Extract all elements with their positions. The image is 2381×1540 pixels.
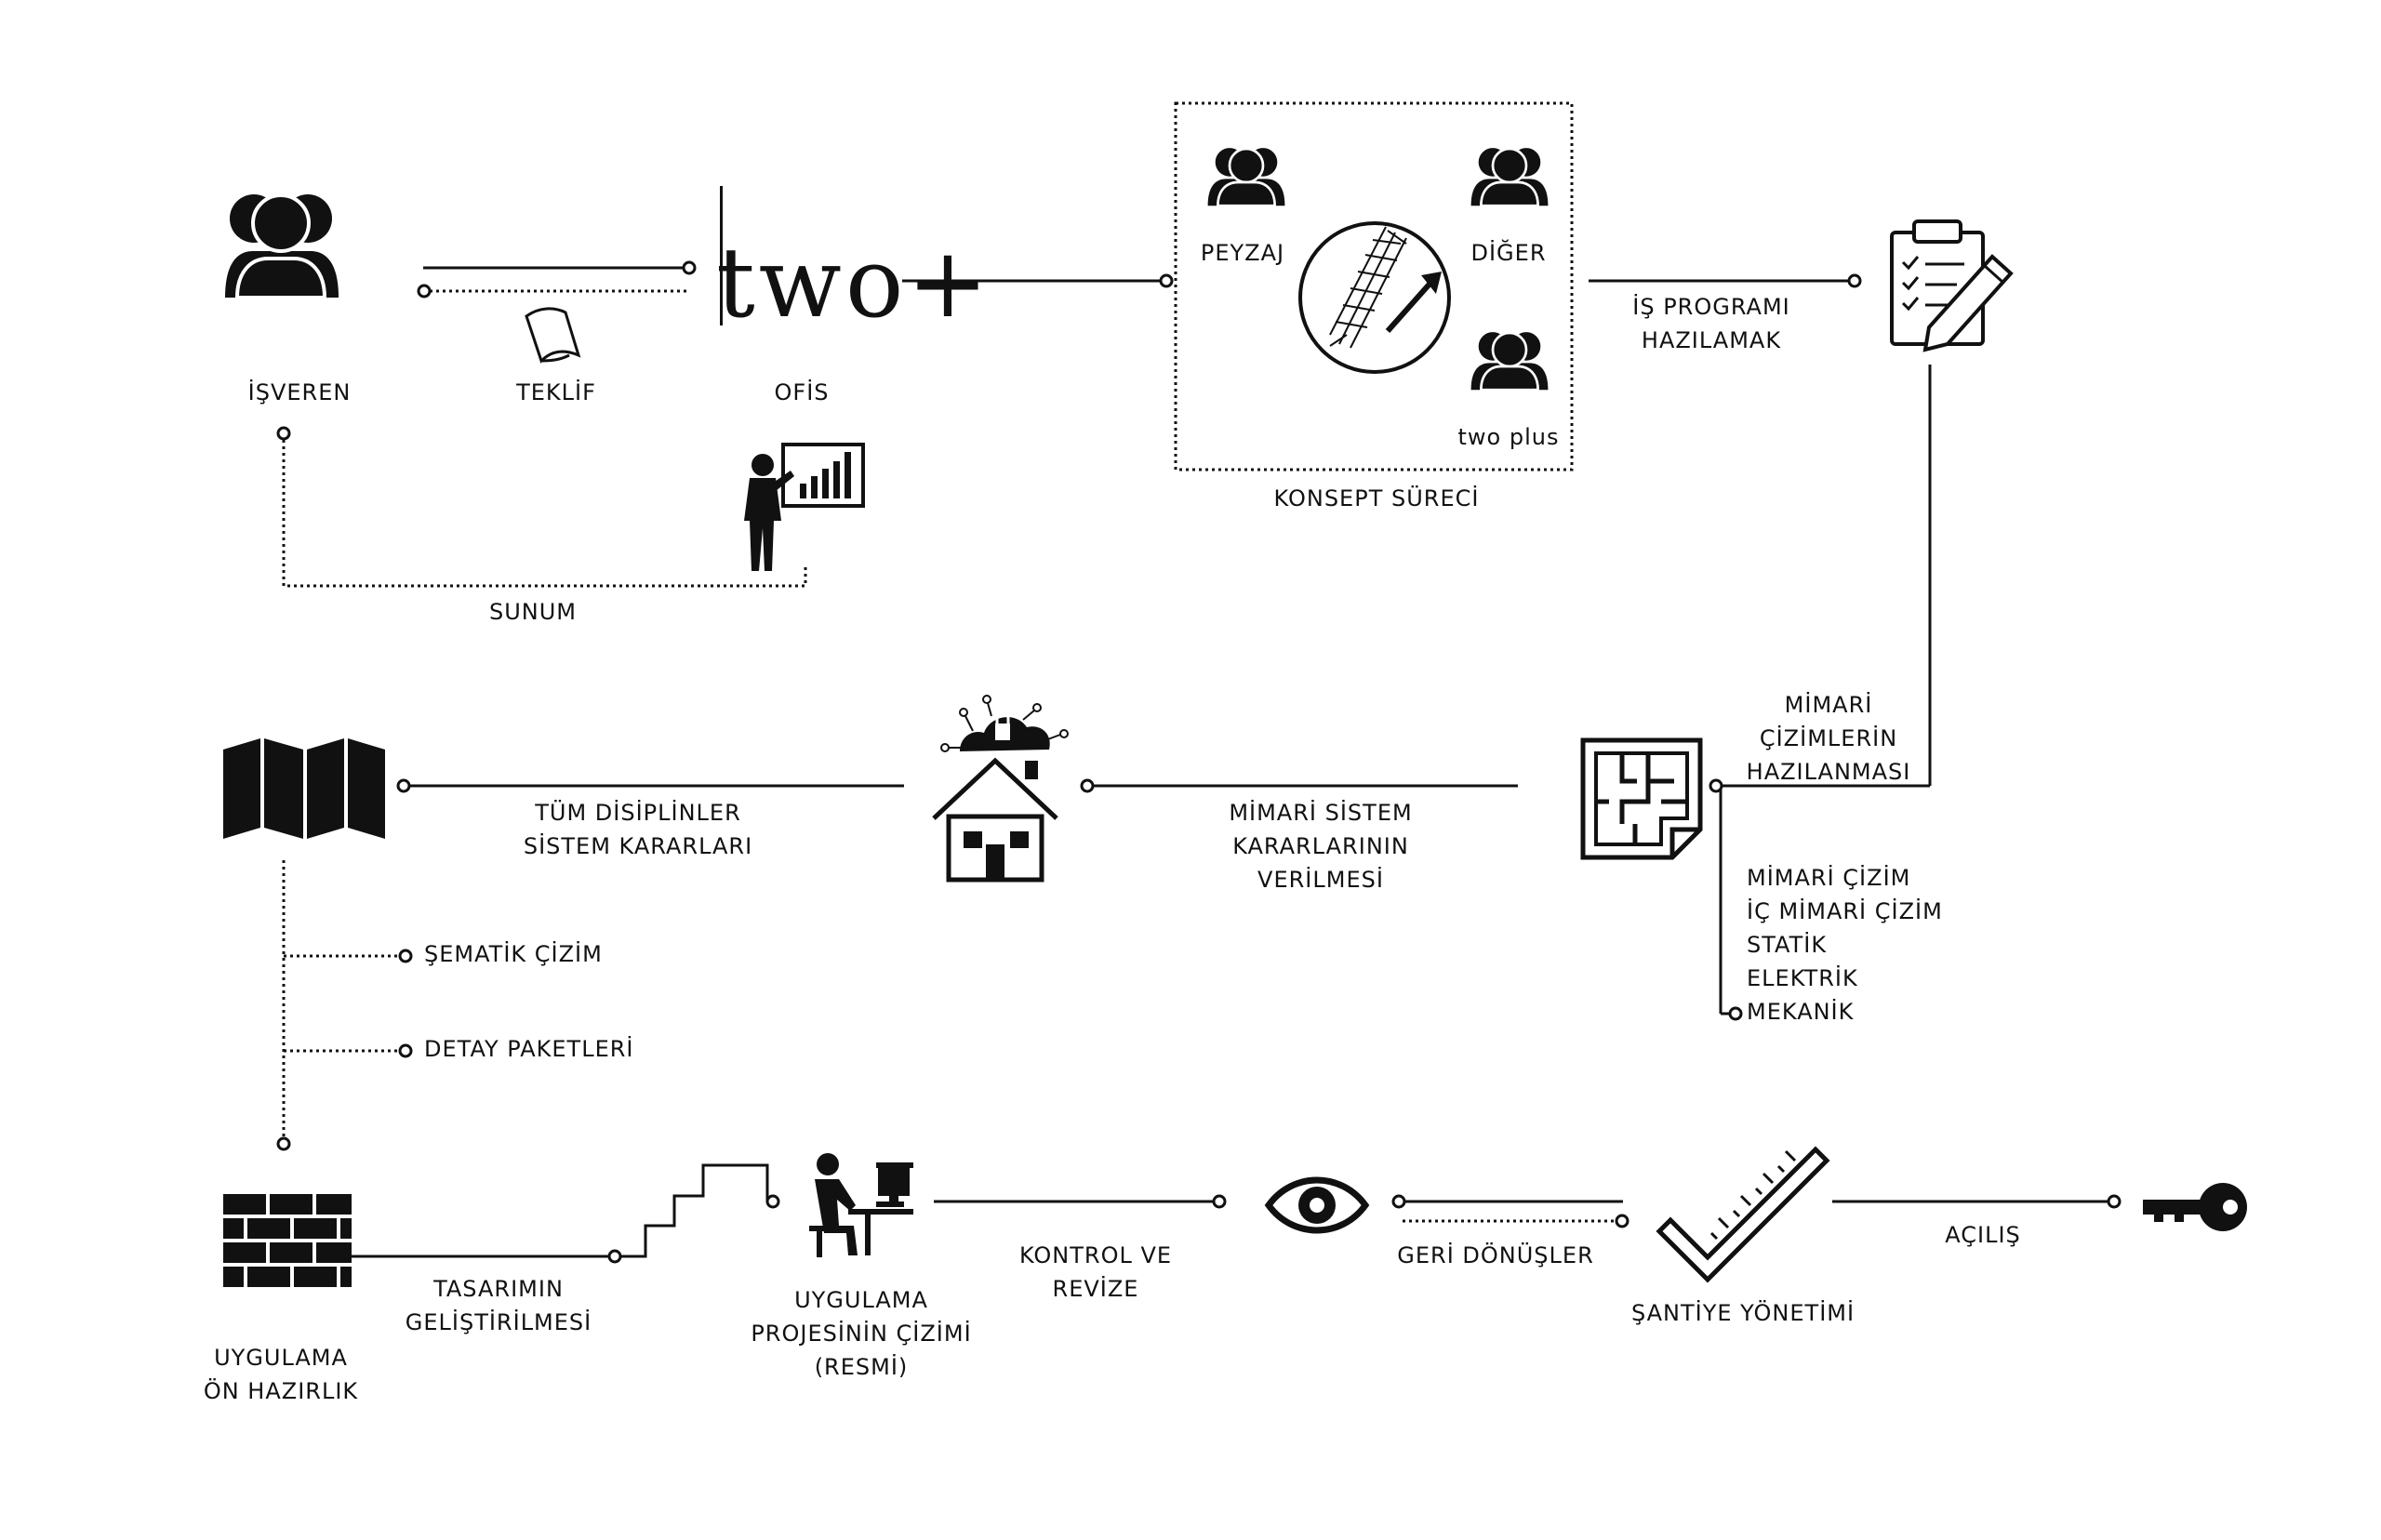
list-disiplinler: MİMARİ ÇİZİM İÇ MİMARİ ÇİZİM STATİK ELEKTRİ… xyxy=(1747,861,1943,1029)
label-geri-donusler: GERİ DÖNÜŞLER xyxy=(1397,1242,1594,1268)
brick-wall-icon xyxy=(223,1194,352,1287)
label-isveren: İŞVEREN xyxy=(247,379,352,405)
label-sunum: SUNUM xyxy=(488,599,578,625)
checkmark-ruler-icon xyxy=(1656,1146,1830,1283)
label-sematik-cizim: ŞEMATİK ÇİZİM xyxy=(424,941,603,967)
folded-map-icon xyxy=(223,738,385,839)
client-group-icon xyxy=(225,193,339,299)
smart-house-cloud-icon xyxy=(932,695,1069,883)
floor-plan-icon xyxy=(1580,737,1703,860)
eye-icon xyxy=(1264,1176,1370,1234)
label-acilis: AÇILIŞ xyxy=(1945,1222,2021,1248)
label-peyzaj: PEYZAJ xyxy=(1200,240,1285,266)
list-item: ELEKTRİK xyxy=(1747,965,1858,991)
team-icon xyxy=(1207,147,1549,392)
label-two-plus: two plus xyxy=(1457,424,1560,450)
list-item: STATİK xyxy=(1747,932,1828,958)
list-item: MİMARİ ÇİZİM xyxy=(1747,865,1911,891)
label-ofis: OFİS xyxy=(774,379,830,405)
list-item: İÇ MİMARİ ÇİZİM xyxy=(1747,898,1943,924)
label-santiye: ŞANTİYE YÖNETİMİ xyxy=(1630,1300,1856,1326)
list-item: MEKANİK xyxy=(1747,999,1855,1025)
clipboard-checklist-icon xyxy=(1890,219,2014,352)
logo-bar xyxy=(720,186,723,325)
label-konsept-sureci: KONSEPT SÜRECİ xyxy=(1273,485,1480,511)
proposal-paper-icon xyxy=(525,307,581,364)
concept-sketch-icon xyxy=(1298,221,1451,374)
presenter-chart-icon xyxy=(744,443,865,571)
label-diger: DİĞER xyxy=(1470,240,1547,266)
office-logo: two+ xyxy=(716,226,992,339)
drafter-computer-icon xyxy=(809,1153,913,1257)
key-icon xyxy=(2143,1183,2247,1231)
label-detay-paketleri: DETAY PAKETLERİ xyxy=(424,1036,634,1062)
label-teklif: TEKLİF xyxy=(516,379,596,405)
